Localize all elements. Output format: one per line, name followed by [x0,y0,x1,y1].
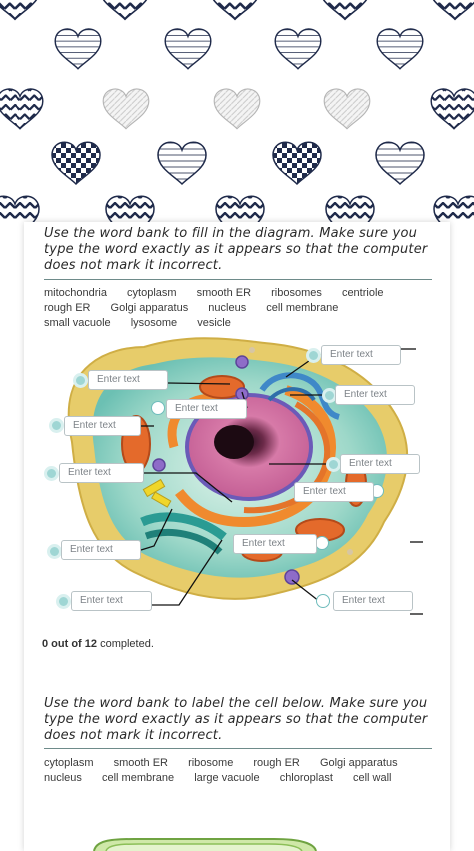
label-marker [49,418,64,433]
animal-cell-diagram: Enter text Enter text Enter text Enter t… [24,222,450,642]
word-bank-item: rough ER [253,757,300,769]
heart-pattern-banner [0,0,474,222]
label-input-10[interactable]: Enter text [233,534,317,554]
word-bank-item: Golgi apparatus [319,757,398,769]
word-bank-item: chloroplast [279,772,333,784]
label-input-3[interactable]: Enter text [166,399,247,419]
label-marker [326,457,341,472]
word-bank-item: smooth ER [196,287,252,299]
label-input-11[interactable]: Enter text [71,591,152,611]
label-marker [316,594,330,608]
label-input-7[interactable]: Enter text [340,454,420,474]
label-input-1[interactable]: Enter text [321,345,401,365]
word-bank-item: lysosome [130,317,178,329]
word-bank-item: centriole [341,287,384,299]
word-bank-item: Golgi apparatus [110,302,189,314]
word-bank-item: cell membrane [101,772,175,784]
label-marker [306,348,321,363]
word-bank-2: cytoplasm smooth ER ribosome rough ER Go… [44,756,436,786]
word-bank-item: ribosome [188,757,234,769]
label-input-4[interactable]: Enter text [335,385,415,405]
label-marker [47,544,62,559]
label-input-12[interactable]: Enter text [333,591,413,611]
word-bank-item: cell membrane [266,302,339,314]
progress-suffix: completed. [100,638,154,650]
progress-status: 0 out of 12 completed. [42,638,154,650]
label-input-9[interactable]: Enter text [61,540,141,560]
word-bank-item: mitochondria [44,287,107,299]
word-bank-1: mitochondria cytoplasm smooth ER ribosom… [44,286,436,331]
label-marker [44,466,59,481]
section2-instruction: Use the word bank to label the cell belo… [44,696,428,743]
section1-instruction: Use the word bank to fill in the diagram… [44,226,428,273]
word-bank-item: ribosomes [271,287,322,299]
hearts-illustration [0,0,474,222]
word-bank-item: small vacuole [44,317,111,329]
worksheet-card: Use the word bank to fill in the diagram… [24,222,450,851]
word-bank-item: cell wall [352,772,392,784]
label-input-6[interactable]: Enter text [59,463,144,483]
word-bank-item: cytoplasm [44,757,94,769]
word-bank-item: vesicle [197,317,231,329]
divider [44,279,432,280]
word-bank-item: large vacuole [194,772,260,784]
divider [44,748,432,749]
plant-cell-illustration [93,838,317,851]
label-marker [73,373,88,388]
word-bank-item: nucleus [208,302,247,314]
word-bank-item: smooth ER [113,757,169,769]
label-input-2[interactable]: Enter text [88,370,168,390]
label-marker [56,594,71,609]
word-bank-item: nucleus [44,772,82,784]
label-marker [151,401,165,415]
label-input-8[interactable]: Enter text [294,482,374,502]
word-bank-item: rough ER [44,302,91,314]
label-marker [315,536,329,550]
word-bank-item: cytoplasm [127,287,177,299]
progress-count: 0 out of 12 [42,638,98,650]
label-input-5[interactable]: Enter text [64,416,141,436]
